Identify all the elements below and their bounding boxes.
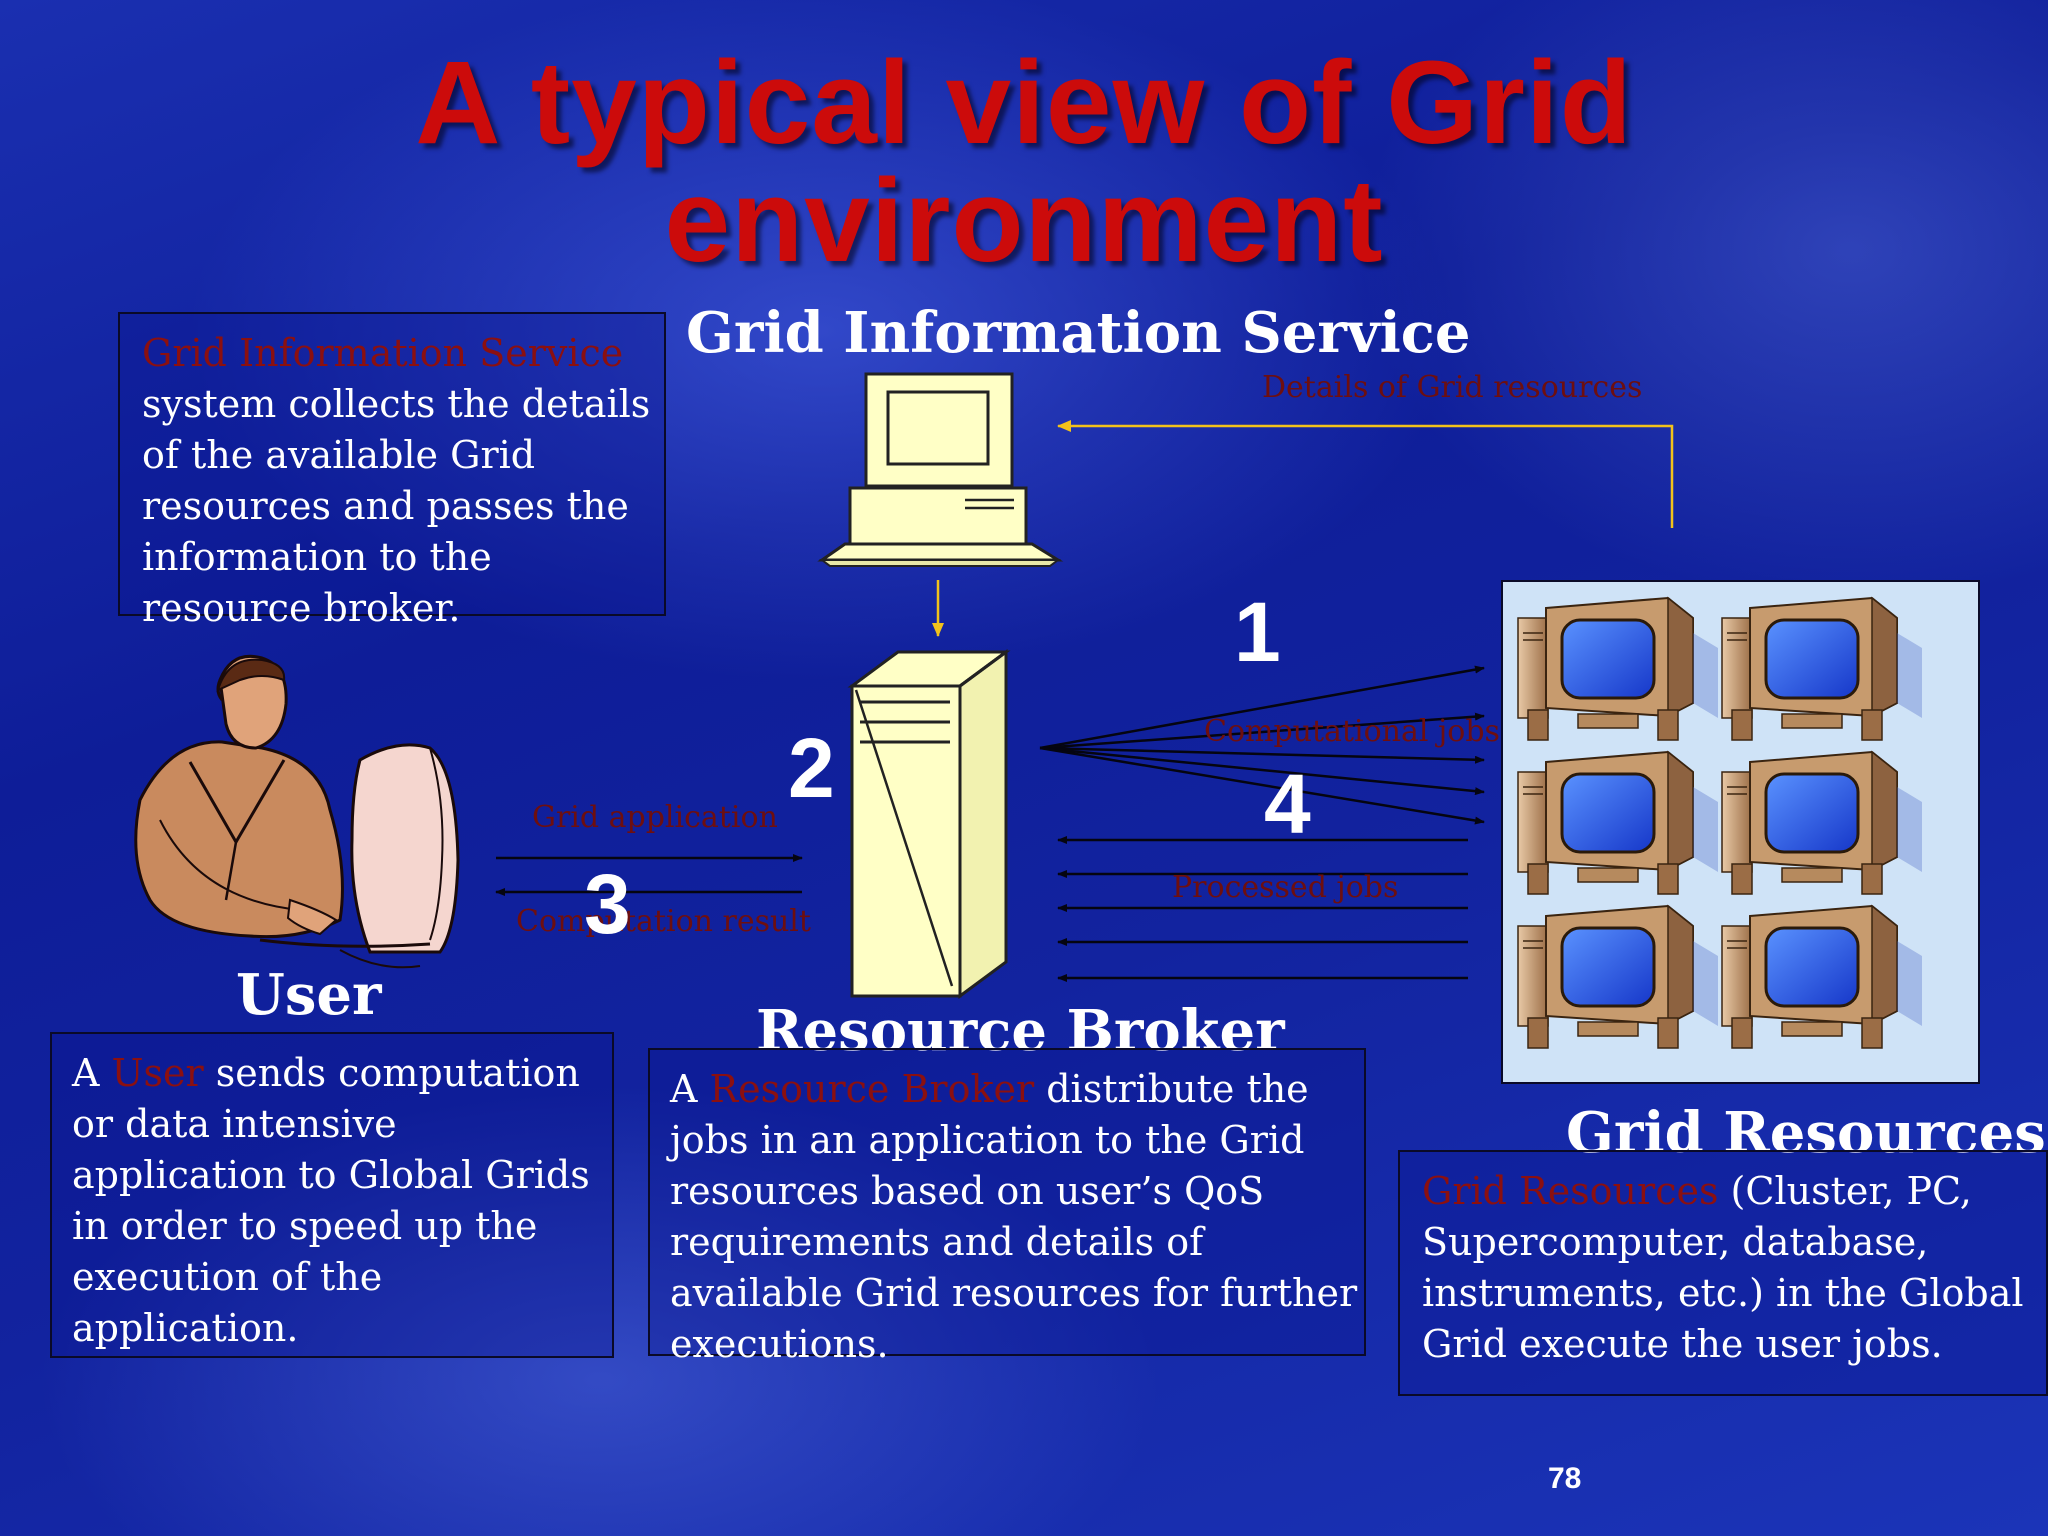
broker-description-box: A Resource Broker distribute the jobs in… — [648, 1048, 1366, 1366]
server-tower-icon — [847, 649, 1011, 999]
broker-box-line-1: jobs in an application to the Grid — [670, 1118, 1305, 1162]
gis-box-line-2: of the available Grid — [142, 433, 536, 477]
step-number-1: 1 — [1234, 585, 1281, 679]
user-label: User — [236, 962, 382, 1028]
computation-result-label: Computation result — [516, 904, 811, 939]
details-arrow — [1057, 420, 1674, 528]
gis-box-line-1: system collects the details — [142, 382, 651, 426]
details-arrow-label: Details of Grid resources — [1262, 370, 1643, 405]
page-number: 78 — [1548, 1462, 1582, 1495]
gis-box-line-5: resource broker. — [142, 586, 461, 630]
resources-label: Grid Resources — [1566, 1100, 2046, 1166]
slide-title-line1: A typical view of Grid — [415, 37, 1633, 169]
computational-jobs-label: Computational jobs — [1204, 714, 1500, 749]
user-box-line-3: in order to speed up the — [72, 1204, 538, 1248]
broker-box-line-5: executions. — [670, 1322, 889, 1366]
gis-box-highlight: Grid Information Service — [142, 331, 624, 375]
slide-title-line2: environment — [664, 155, 1384, 287]
resources-box-line-0: Grid Resources (Cluster, PC, — [1422, 1166, 2046, 1217]
step-number-4: 4 — [1264, 757, 1311, 851]
resources-description-box: Grid Resources (Cluster, PC, Supercomput… — [1398, 1150, 2048, 1396]
resources-box-line-2: instruments, etc.) in the Global — [1422, 1271, 2024, 1315]
computational-jobs-arrows — [1039, 665, 1485, 825]
user-box-line-2: application to Global Grids — [72, 1153, 590, 1197]
resources-box-suffix: (Cluster, PC, — [1718, 1169, 1972, 1213]
broker-box-highlight: Resource Broker — [709, 1067, 1035, 1111]
resources-box-highlight: Grid Resources — [1422, 1169, 1719, 1213]
user-box-suffix: sends computation — [203, 1051, 580, 1095]
processed-jobs-arrows — [1057, 836, 1468, 982]
resources-box-line-3: Grid execute the user jobs. — [1422, 1322, 1943, 1366]
broker-box-prefix: A — [670, 1067, 710, 1111]
user-box-prefix: A — [72, 1051, 112, 1095]
broker-box-line-3: requirements and details of — [670, 1220, 1204, 1264]
resources-box-line-1: Supercomputer, database, — [1422, 1220, 1929, 1264]
step-number-3: 3 — [584, 857, 631, 951]
grid-application-label: Grid application — [532, 800, 778, 835]
user-box-line-4: execution of the — [72, 1255, 383, 1299]
gis-box-line-0: Grid Information Service — [142, 328, 664, 379]
step-number-2: 2 — [788, 721, 835, 815]
user-description-box: A User sends computation or data intensi… — [50, 1032, 614, 1358]
user-box-line-5: application. — [72, 1306, 299, 1350]
gis-description-box: Grid Information Service system collects… — [118, 312, 666, 630]
user-box-line-0: A User sends computation — [72, 1048, 612, 1099]
gis-box-line-4: information to the — [142, 535, 492, 579]
desktop-computer-icon — [817, 372, 1064, 567]
broker-label: Resource Broker — [756, 998, 1285, 1064]
processed-jobs-label: Processed jobs — [1172, 870, 1399, 905]
broker-box-line-4: available Grid resources for further — [670, 1271, 1358, 1315]
broker-box-line-2: resources based on user’s QoS — [670, 1169, 1265, 1213]
gis-box-line-3: resources and passes the — [142, 484, 629, 528]
user-box-line-1: or data intensive — [72, 1102, 397, 1146]
gis-label: Grid Information Service — [686, 300, 1471, 366]
user-box-highlight: User — [111, 1051, 204, 1095]
broker-box-suffix: distribute the — [1034, 1067, 1309, 1111]
broker-box-line-0: A Resource Broker distribute the — [670, 1064, 1364, 1115]
user-at-computer-icon — [134, 654, 460, 969]
